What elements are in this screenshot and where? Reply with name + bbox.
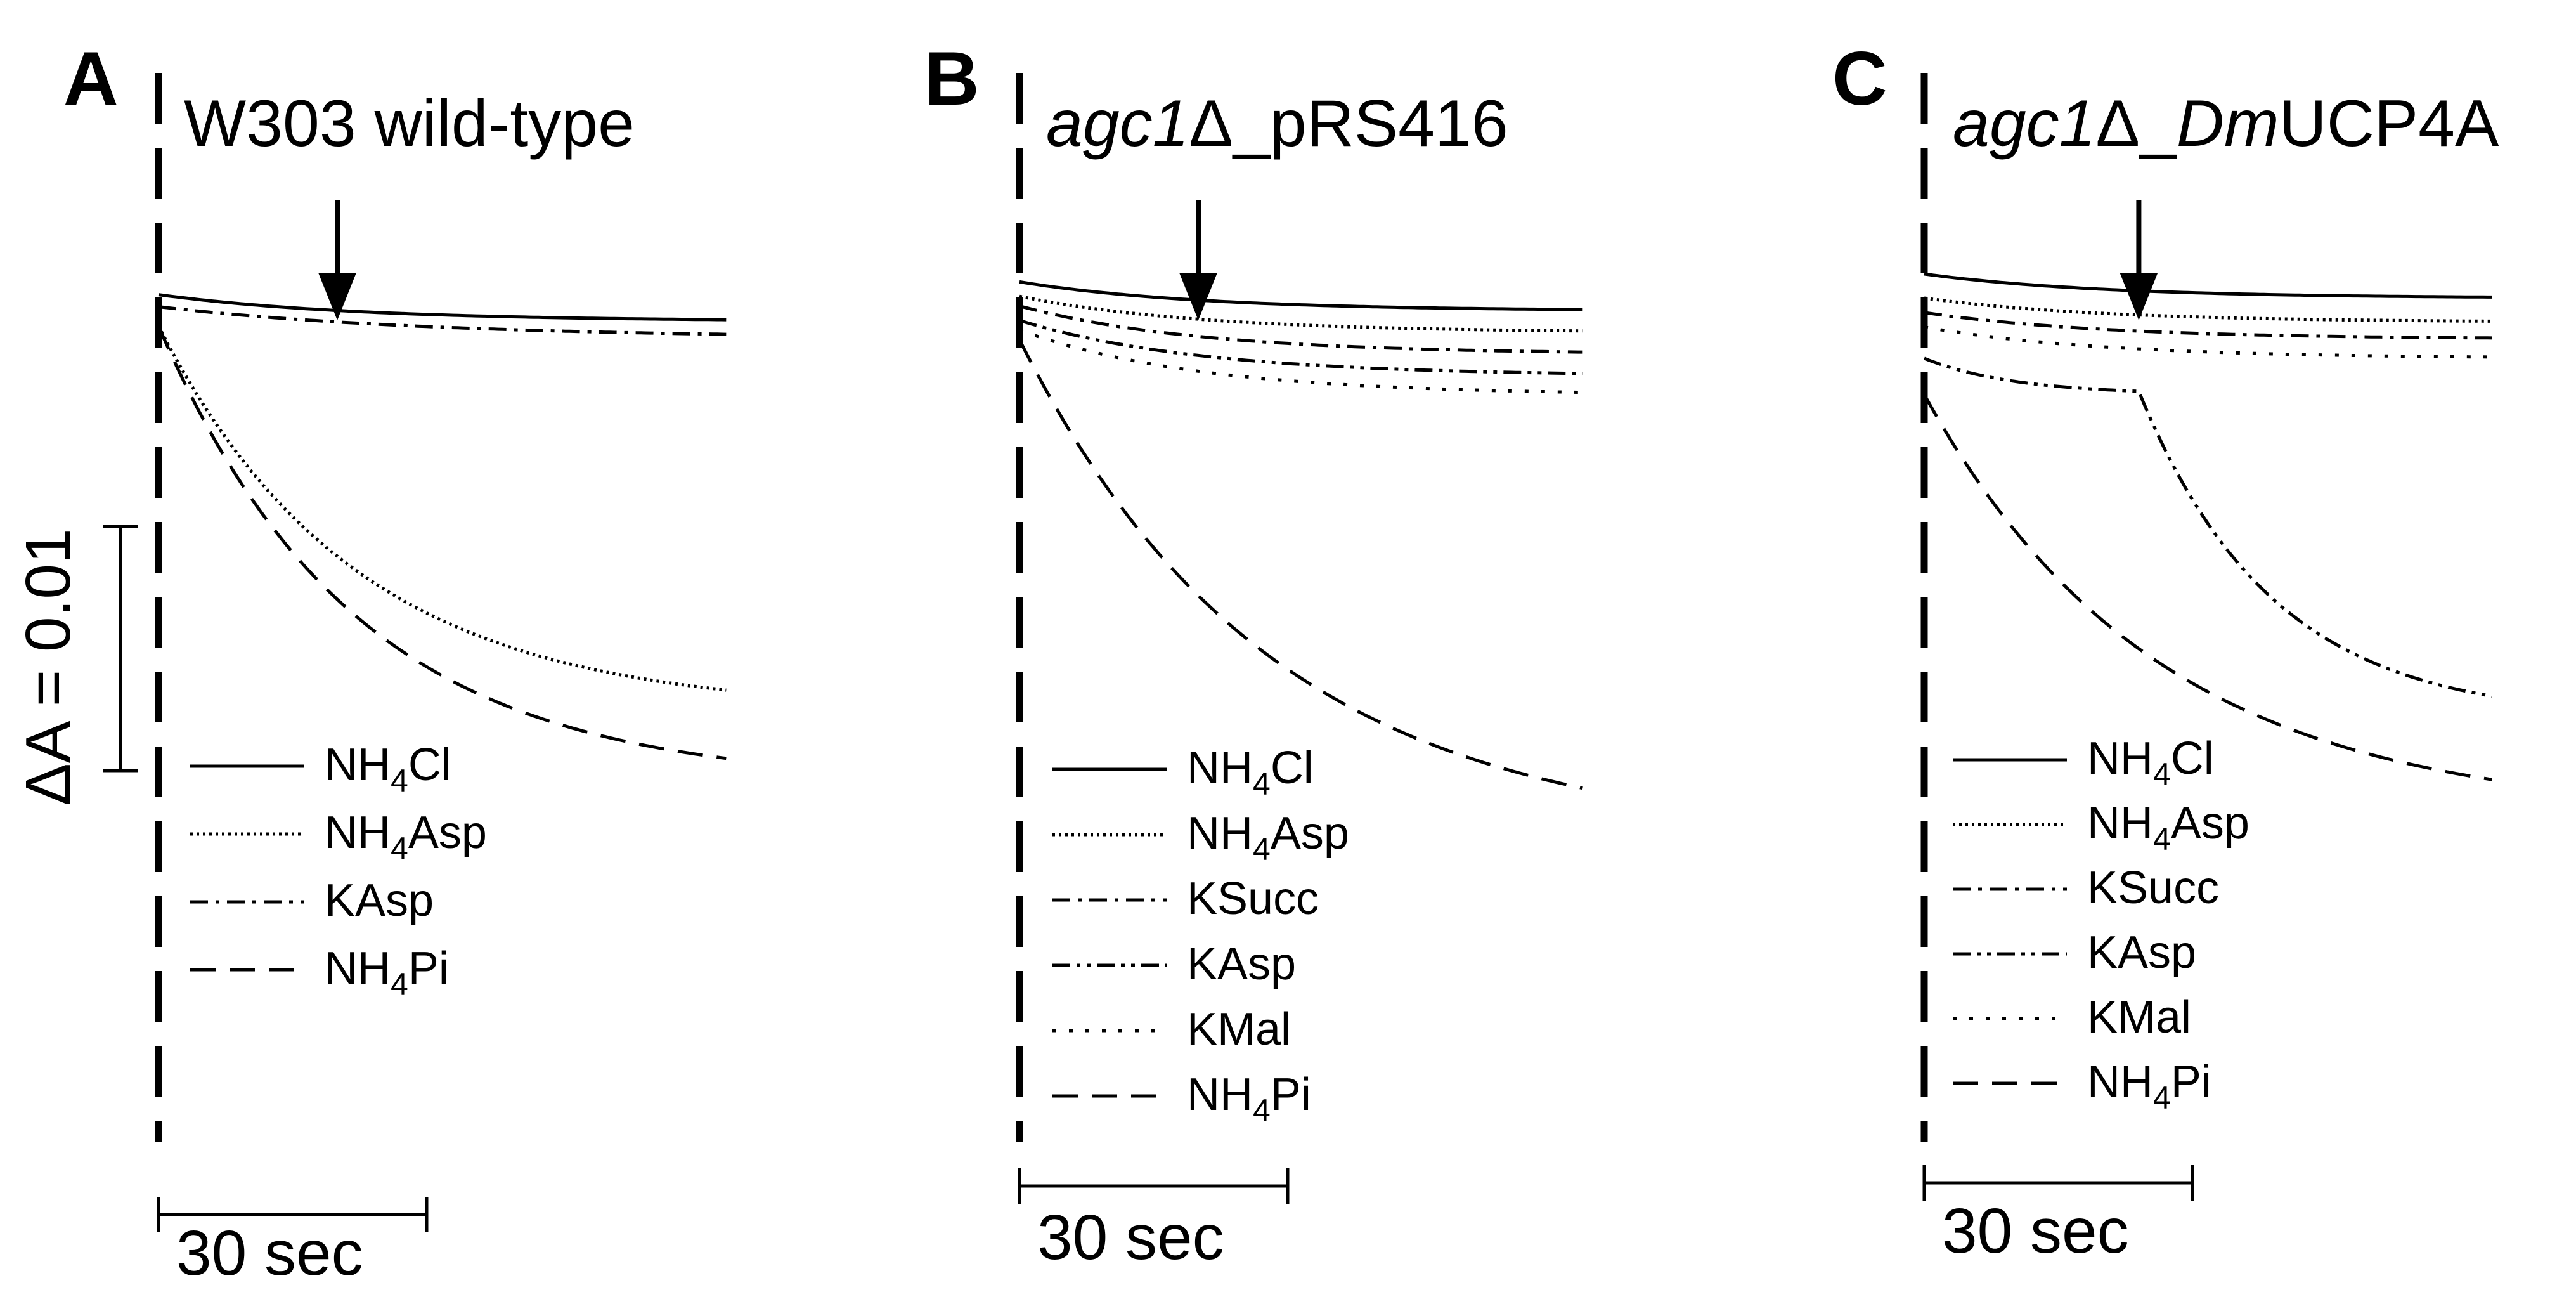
- legend-label: KSucc: [2087, 863, 2219, 913]
- legend-item: KAsp: [1953, 927, 2196, 978]
- legend-item: KSucc: [1953, 863, 2219, 913]
- legend-label: KSucc: [1187, 873, 1319, 924]
- legend-label: NH4Cl: [325, 740, 451, 799]
- series-nh4asp: [157, 325, 727, 692]
- panel-b: Bagc1Δ_pRS416NH4ClNH4AspKSuccKAspKMalNH4…: [924, 36, 1583, 1273]
- legend-label: NH4Cl: [2087, 733, 2214, 792]
- series-kasp: [1924, 356, 2492, 698]
- series-nh4cl: [158, 293, 727, 322]
- legend-label: NH4Pi: [1187, 1069, 1311, 1128]
- legend-label: NH4Cl: [1187, 743, 1314, 802]
- legend-item: NH4Cl: [1953, 733, 2214, 792]
- legend-item: KMal: [1052, 1004, 1291, 1055]
- series-kasp: [158, 305, 727, 336]
- legend-item: NH4Pi: [190, 943, 449, 1002]
- legend-label: KAsp: [2087, 927, 2196, 978]
- series-kmal: [1019, 329, 1583, 394]
- series-nh4asp: [1019, 294, 1583, 333]
- legend-item: NH4Asp: [1052, 808, 1349, 867]
- panel-title: W303 wild-type: [184, 87, 635, 160]
- series-nh4cl: [1019, 280, 1583, 311]
- series-nh4cl: [1924, 272, 2492, 299]
- panel-title: agc1Δ_DmUCP4A: [1953, 87, 2499, 160]
- panel-letter: B: [924, 36, 980, 121]
- series-kmal: [1924, 325, 2492, 359]
- legend-label: NH4Pi: [2087, 1057, 2211, 1116]
- legend-item: NH4Pi: [1953, 1057, 2211, 1116]
- panel-letter: A: [63, 36, 119, 121]
- legend-item: KAsp: [1052, 939, 1296, 989]
- panel-title: agc1Δ_pRS416: [1046, 87, 1508, 160]
- legend-label: KAsp: [1187, 939, 1296, 989]
- legend-item: KAsp: [190, 875, 434, 926]
- series-ksucc: [1019, 304, 1583, 354]
- legend-label: NH4Asp: [2087, 798, 2249, 857]
- legend-label: NH4Asp: [325, 807, 487, 866]
- absorbance-scale-label: ΔA = 0.01: [13, 528, 84, 805]
- time-scale-label: 30 sec: [1942, 1196, 2129, 1267]
- legend-item: KSucc: [1052, 873, 1319, 924]
- arrow-down-icon: [2120, 273, 2158, 320]
- legend-item: KMal: [1953, 992, 2191, 1043]
- panel-letter: C: [1832, 36, 1887, 121]
- legend-label: KMal: [2087, 992, 2191, 1043]
- series-nh4pi: [157, 325, 727, 760]
- series-kasp: [1019, 318, 1583, 375]
- legend-item: NH4Cl: [190, 740, 451, 799]
- legend-item: NH4Asp: [1953, 798, 2249, 857]
- time-scale-label: 30 sec: [1037, 1202, 1224, 1273]
- arrow-down-icon: [1179, 273, 1217, 320]
- legend-label: KMal: [1187, 1004, 1291, 1055]
- legend-label: NH4Pi: [325, 943, 449, 1002]
- series-nh4asp: [1924, 296, 2492, 323]
- legend-item: NH4Cl: [1052, 743, 1314, 802]
- series-nh4pi: [1922, 393, 2492, 781]
- series-ksucc: [1924, 311, 2492, 340]
- time-scale-label: 30 sec: [176, 1218, 363, 1289]
- legend-label: NH4Asp: [1187, 808, 1349, 867]
- arrow-down-icon: [318, 273, 356, 320]
- legend-item: NH4Asp: [190, 807, 487, 866]
- legend-label: KAsp: [325, 875, 434, 926]
- legend-item: NH4Pi: [1052, 1069, 1311, 1128]
- series-nh4pi: [1018, 339, 1583, 790]
